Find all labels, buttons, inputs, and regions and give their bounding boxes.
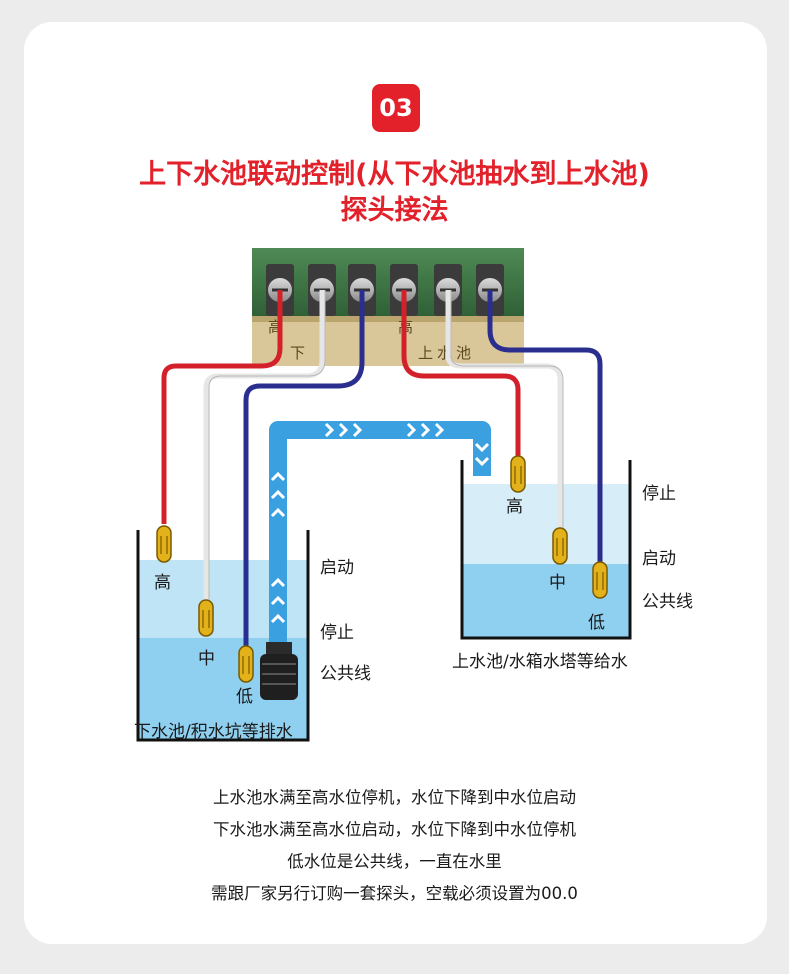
note-line-1: 上水池水满至高水位停机，水位下降到中水位启动	[213, 788, 576, 807]
probe-upper-low	[592, 561, 608, 599]
terminal-right-group-label: 上水池	[418, 344, 475, 362]
upper-tank-caption: 上水池/水箱水塔等给水	[452, 652, 628, 672]
lower-tank-wall	[136, 530, 310, 742]
probe-lower-mid	[198, 599, 214, 637]
note-line-4: 需跟厂家另行订购一套探头，空载必须设置为00.0	[211, 884, 578, 903]
upper-probe-low-label: 低	[588, 613, 605, 633]
pump-icon	[260, 642, 298, 700]
water-pipe	[269, 421, 491, 650]
wire-lower-low	[243, 290, 365, 648]
lower-tank-caption: 下水池/积水坑等排水	[134, 722, 293, 742]
note-line-3: 低水位是公共线，一直在水里	[287, 852, 502, 871]
probe-upper-mid	[552, 527, 568, 565]
lower-side-start-label: 启动	[320, 558, 354, 578]
title-line-1: 上下水池联动控制(从下水池抽水到上水池)	[139, 159, 650, 190]
wire-upper-high	[401, 290, 521, 458]
title-line-2: 探头接法	[340, 195, 449, 226]
lower-side-common-label: 公共线	[320, 664, 371, 684]
wire-upper-low	[487, 290, 603, 566]
upper-tank-wall	[460, 460, 632, 640]
note-line-2: 下水池水满至高水位启动，水位下降到中水位停机	[213, 820, 576, 839]
content-card	[24, 22, 767, 944]
terminal-left-group-label: 下	[290, 344, 305, 362]
upper-probe-high-label: 高	[506, 497, 523, 517]
upper-side-start-label: 启动	[642, 549, 676, 569]
upper-side-stop-label: 停止	[642, 484, 676, 504]
step-badge: 03	[372, 84, 420, 132]
lower-side-stop-label: 停止	[320, 623, 354, 643]
probe-upper-high	[510, 455, 526, 493]
lower-probe-mid-label: 中	[198, 649, 215, 669]
upper-side-common-label: 公共线	[642, 592, 693, 612]
upper-probe-mid-label: 中	[549, 573, 566, 593]
probe-lower-high	[156, 525, 172, 563]
probe-lower-low	[238, 645, 254, 683]
lower-probe-high-label: 高	[154, 573, 171, 593]
upper-tank-water-upper	[462, 484, 630, 564]
wire-lower-high	[161, 290, 283, 524]
lower-probe-low-label: 低	[236, 687, 253, 707]
